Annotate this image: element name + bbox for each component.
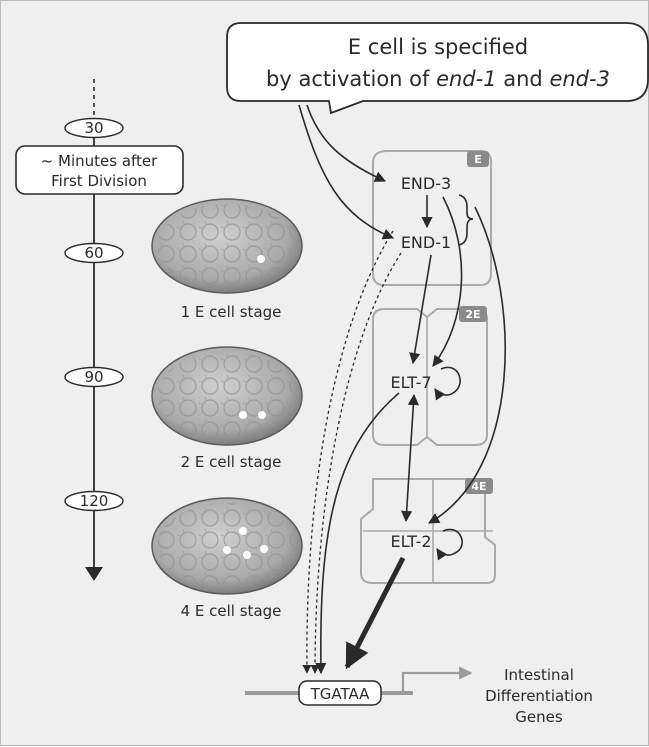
dotted-arrows — [302, 230, 402, 674]
e-nucleus — [257, 255, 265, 263]
tick-120 — [64, 490, 124, 512]
tick-60 — [64, 242, 124, 264]
arrow-end1-promoter-b — [310, 252, 402, 674]
arrow-elt2-self — [436, 528, 463, 561]
embryo-4e: 4 E cell stage — [151, 497, 303, 620]
arrow-elt7-elt2 — [401, 393, 419, 523]
tgataa-box — [298, 680, 382, 706]
e-nucleus — [243, 551, 251, 559]
embryo-1e: 1 E cell stage — [151, 198, 303, 321]
embryo-2e: 2 E cell stage — [151, 346, 303, 471]
cell-e: E — [372, 150, 492, 286]
callout-line2: by activation of end-1 and end-3 — [266, 67, 610, 91]
arrow-end3-elt2 — [428, 206, 506, 524]
tick-30 — [64, 117, 124, 139]
embryo-caption-1: 1 E cell stage — [181, 303, 282, 321]
cell-tag-2e-box — [459, 306, 487, 322]
factor-end-3: END-3 — [401, 174, 451, 193]
arrow-elt2-promoter — [344, 556, 406, 670]
tick-label-90: 90 — [84, 368, 103, 386]
timeline-arrowhead — [85, 567, 103, 581]
factor-elt-2: ELT-2 — [390, 532, 431, 551]
arrow-elt7-promoter — [315, 392, 400, 675]
target-label-line2: Differentiation — [485, 687, 593, 705]
gene-end-1: end-1 — [436, 67, 497, 91]
e-nucleus — [223, 546, 231, 554]
timeline-label-line2: First Division — [51, 172, 147, 190]
tick-label-60: 60 — [84, 244, 103, 262]
e-nucleus — [258, 411, 266, 419]
timeline-label-line1: ~ Minutes after — [41, 152, 158, 170]
tick-label-120: 120 — [80, 492, 109, 510]
timeline: 30 ~ Minutes after First Division 60 90 … — [15, 79, 184, 581]
arrow-elt7-self — [434, 366, 461, 401]
e-nucleus — [239, 527, 247, 535]
callout-box: E cell is specified by activation of end… — [226, 22, 649, 115]
tick-label-30: 30 — [84, 119, 103, 137]
cell-tag-e-box — [467, 151, 489, 167]
transcription-arrow — [401, 666, 473, 693]
cell-tag-e: E — [474, 153, 482, 166]
timeline-label-box — [15, 145, 184, 195]
target-label-line3: Genes — [515, 708, 563, 726]
callout-line1: E cell is specified — [348, 35, 528, 59]
target-label-line1: Intestinal — [504, 666, 574, 684]
tgataa-label: TGATAA — [310, 685, 371, 703]
tick-90 — [64, 366, 124, 388]
cell-tag-2e: 2E — [465, 308, 480, 321]
factor-end-1: END-1 — [401, 233, 451, 252]
gene-end-3: end-3 — [549, 67, 610, 91]
cell-2e: 2E — [372, 306, 488, 446]
arrow-end1-elt7 — [409, 254, 432, 365]
e-nucleus — [239, 411, 247, 419]
arrow-callout-end1 — [298, 104, 395, 240]
arrow-end1-promoter-a — [302, 230, 394, 674]
bracket-end1-end3 — [458, 194, 474, 246]
factor-elt-7: ELT-7 — [390, 373, 431, 392]
embryo-caption-2: 2 E cell stage — [181, 453, 282, 471]
callout-prefix: by activation of — [266, 67, 436, 91]
e-nucleus — [260, 545, 268, 553]
cell-tag-4e: 4E — [471, 480, 486, 493]
arrow-end3-elt7 — [432, 196, 463, 367]
embryo-caption-3: 4 E cell stage — [181, 602, 282, 620]
callout-mid: and — [497, 67, 550, 91]
arrow-callout-end3 — [306, 104, 387, 182]
cell-4e: 4E — [360, 478, 496, 584]
regulatory-arrows — [298, 104, 506, 675]
promoter: TGATAA Intestinal Differentiation Genes — [245, 666, 593, 726]
